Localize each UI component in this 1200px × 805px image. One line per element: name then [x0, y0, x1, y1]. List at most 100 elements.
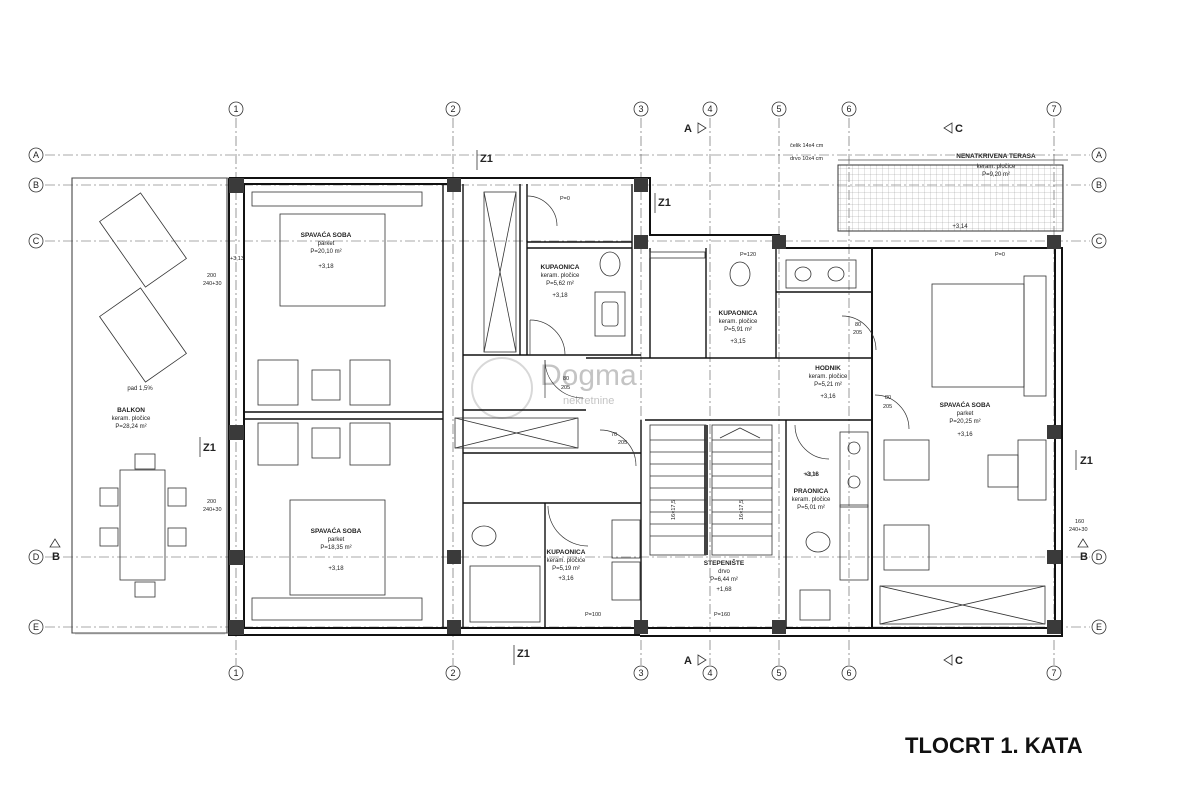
- watermark-sub: nekretnine: [563, 395, 614, 407]
- bath-3-floor: keram. pločice: [547, 558, 586, 564]
- p-zero-a: P=0: [560, 196, 570, 202]
- praonica-floor: keram. pločice: [792, 497, 831, 503]
- bedroom-right-area: P=20,25 m²: [949, 419, 980, 425]
- axis-col-6-top: 6: [846, 104, 851, 114]
- door-height-1: 205: [561, 385, 570, 391]
- deck-note-2: drvo 10x4 cm: [790, 156, 823, 162]
- hodnik-level: +3,16: [820, 394, 836, 400]
- bedroom-right-name: SPAVAĆA SOBA: [940, 400, 991, 409]
- beds: [251, 191, 1047, 621]
- axis-col-6-bottom: 6: [846, 668, 851, 678]
- praonica-area: P=5,01 m²: [797, 505, 825, 511]
- watermark-main: Dogma: [540, 359, 637, 392]
- section-a-top: A: [684, 123, 692, 135]
- stair-name: STEPENIŠTE: [704, 558, 745, 567]
- window-sill-1: 240+30: [203, 281, 222, 287]
- axis-row-c-left: C: [33, 236, 40, 246]
- bath-1-area: P=5,62 m²: [546, 281, 574, 287]
- bedroom-bottom-area: P=18,35 m²: [320, 545, 351, 551]
- door-swings: [526, 195, 910, 547]
- door-height-2: 205: [883, 404, 892, 410]
- axis-row-c-right: C: [1096, 236, 1103, 246]
- section-a-bottom: A: [684, 655, 692, 667]
- axis-col-3-top: 3: [638, 104, 643, 114]
- window-width-1: 200: [207, 273, 216, 279]
- door-width-3: 80: [855, 322, 861, 328]
- section-z1-left: Z1: [203, 442, 216, 454]
- window-sill-3: 240+30: [1069, 527, 1088, 533]
- bath-2-floor: keram. pločice: [719, 319, 758, 325]
- axis-col-1-bottom: 1: [233, 668, 238, 678]
- axis-row-e-right: E: [1096, 622, 1102, 632]
- window-sill-2: 240+30: [203, 507, 222, 513]
- bath-1-floor: keram. pločice: [541, 273, 580, 279]
- stair-floor: drvo: [718, 569, 730, 575]
- structural-columns: [229, 178, 1061, 635]
- interior-walls: [244, 184, 872, 628]
- bedroom-bottom-name: SPAVAĆA SOBA: [311, 526, 362, 535]
- deck-note-1: čelik 14x4 cm: [790, 143, 824, 149]
- axis-row-d-right: D: [1096, 552, 1103, 562]
- p-zero-b: P=0: [995, 252, 1005, 258]
- bedroom-bottom-level: +3,18: [328, 566, 344, 572]
- axis-col-4-bottom: 4: [707, 668, 712, 678]
- stair-level: +1,68: [716, 587, 732, 593]
- hodnik-floor: keram. pločice: [809, 374, 848, 380]
- bedroom-top-name: SPAVAĆA SOBA: [301, 230, 352, 239]
- axis-col-7-top: 7: [1051, 104, 1056, 114]
- section-z1-top-left: Z1: [480, 153, 493, 165]
- bedroom-bottom-floor: parket: [328, 537, 345, 543]
- door-width-4: 70: [611, 432, 617, 438]
- axis-col-1-top: 1: [233, 104, 238, 114]
- bath-2-level: +3,15: [730, 339, 746, 345]
- bedroom-top-floor: parket: [318, 241, 335, 247]
- plan-title: TLOCRT 1. KATA: [905, 733, 1083, 758]
- terrace-tiles: [837, 164, 1064, 232]
- bedroom-top-level: +3,18: [318, 264, 334, 270]
- terasa-level: +3,14: [952, 224, 968, 230]
- axis-col-3-bottom: 3: [638, 668, 643, 678]
- p-120: P=120: [740, 252, 756, 258]
- section-z1-top-mid: Z1: [658, 197, 671, 209]
- level-b: +3,16: [805, 472, 819, 478]
- balkon-slope: pad 1,5%: [127, 386, 153, 392]
- terasa-area: P=9,20 m²: [982, 172, 1010, 178]
- stair-dim-1: 16×17,5: [671, 500, 677, 520]
- sanitary-fixtures: [469, 251, 869, 623]
- section-c-top: C: [955, 123, 963, 135]
- door-height-4: 205: [618, 440, 627, 446]
- stair-dim-2: 16×17,5: [739, 500, 745, 520]
- axis-row-d-left: D: [33, 552, 40, 562]
- balkon-floor: keram. pločice: [112, 416, 151, 422]
- terasa-floor: keram. pločice: [977, 164, 1016, 170]
- built-in-wardrobes: [454, 191, 1046, 625]
- door-width-1: 80: [563, 376, 569, 382]
- bedroom-top-area: P=20,10 m²: [310, 249, 341, 255]
- p-100: P=100: [585, 612, 601, 618]
- stair-area: P=6,44 m²: [710, 577, 738, 583]
- watermark: Dogma nekretnine: [471, 357, 637, 419]
- praonica-level: +3,16: [803, 472, 819, 478]
- axis-col-5-bottom: 5: [776, 668, 781, 678]
- bath-3-level: +3,16: [558, 576, 574, 582]
- bath-1-level: +3,18: [552, 293, 568, 299]
- terasa-name: NENATKRIVENA TERASA: [956, 153, 1036, 160]
- window-width-3: 160: [1075, 519, 1084, 525]
- axis-col-5-top: 5: [776, 104, 781, 114]
- bath-2-name: KUPAONICA: [719, 310, 758, 317]
- railings: [72, 159, 1068, 634]
- axis-row-a-left: A: [33, 150, 39, 160]
- hodnik-name: HODNIK: [815, 365, 841, 372]
- seating: [99, 192, 1047, 598]
- bath-2-area: P=5,91 m²: [724, 327, 752, 333]
- section-b-right: B: [1080, 551, 1088, 563]
- bedroom-right-level: +3,16: [957, 432, 973, 438]
- axis-row-a-right: A: [1096, 150, 1102, 160]
- section-z1-bottom: Z1: [517, 648, 530, 660]
- section-z1-right: Z1: [1080, 455, 1093, 467]
- bath-3-area: P=5,19 m²: [552, 566, 580, 572]
- section-markers: [49, 122, 1089, 666]
- grid-bubbles: [28, 101, 1107, 681]
- exterior-walls: [228, 177, 1063, 637]
